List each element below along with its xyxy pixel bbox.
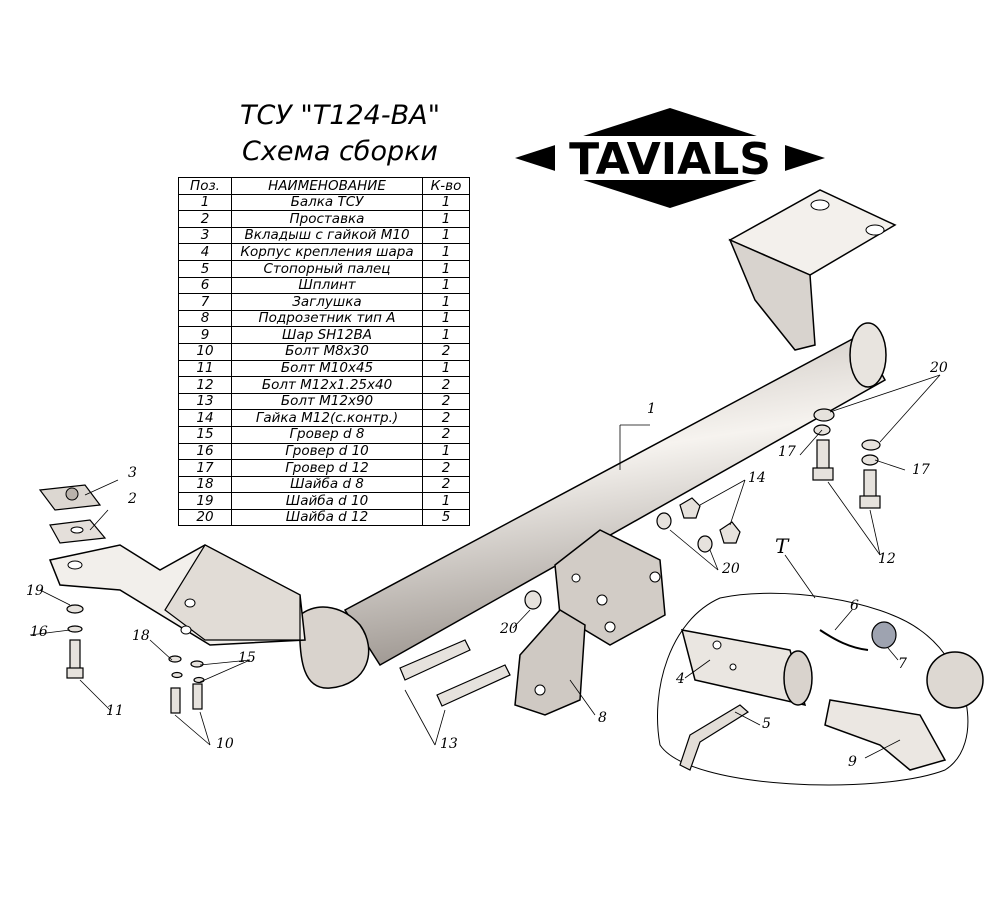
parts-table-header-row: Поз. НАИМЕНОВАНИЕ К-во bbox=[178, 177, 470, 195]
callout-13: 13 bbox=[440, 736, 458, 752]
tavials-logo: TAVIALS bbox=[515, 108, 825, 208]
cell-pos: 19 bbox=[178, 492, 232, 510]
cell-pos: 20 bbox=[178, 508, 232, 527]
part-socket-plate bbox=[514, 609, 586, 716]
cell-qty: 5 bbox=[422, 508, 470, 527]
part-fasteners bbox=[66, 408, 881, 714]
callout-1: 1 bbox=[647, 401, 656, 417]
cell-name: Гровер d 10 bbox=[231, 442, 423, 461]
part-beam bbox=[48, 189, 897, 689]
cell-name: Болт М8х30 bbox=[231, 342, 423, 361]
cell-name: Стопорный палец bbox=[231, 259, 423, 278]
cell-name: Шплинт bbox=[231, 276, 423, 295]
callout-16: 16 bbox=[30, 624, 48, 640]
part-ball-mount-group bbox=[657, 592, 984, 786]
callout-10: 10 bbox=[216, 736, 234, 752]
callout-18: 18 bbox=[132, 628, 150, 644]
callout-14: 14 bbox=[748, 470, 766, 486]
callout-9: 9 bbox=[848, 754, 857, 770]
callout-6: 6 bbox=[850, 598, 859, 614]
part-spacer-and-insert bbox=[38, 484, 107, 544]
callout-5: 5 bbox=[762, 716, 771, 732]
callout-labels: 1 2 3 4 5 6 7 8 9 10 11 12 13 14 15 16 1… bbox=[26, 360, 948, 770]
cell-pos: 17 bbox=[178, 459, 232, 477]
callout-19: 19 bbox=[26, 583, 44, 599]
diagram-subtitle: Схема сборки bbox=[242, 136, 438, 167]
cell-name: Корпус крепления шара bbox=[231, 243, 423, 261]
callout-2: 2 bbox=[127, 491, 137, 507]
header-pos: Поз. bbox=[178, 177, 232, 195]
cell-pos: 18 bbox=[178, 475, 232, 494]
callout-12: 12 bbox=[878, 551, 896, 567]
callout-20-right: 20 bbox=[929, 360, 948, 376]
cell-name: Шайба d 10 bbox=[231, 492, 423, 510]
leader-lines bbox=[29, 374, 941, 759]
callout-T: T bbox=[775, 534, 790, 558]
callout-15: 15 bbox=[238, 650, 256, 666]
callout-17-right: 17 bbox=[912, 462, 930, 478]
callout-8: 8 bbox=[598, 710, 607, 726]
callout-11: 11 bbox=[106, 703, 124, 719]
cell-qty: 2 bbox=[422, 409, 470, 427]
callout-17-left: 17 bbox=[778, 444, 796, 460]
diagram-title: ТСУ "Т124-ВА" bbox=[240, 100, 440, 131]
callout-4: 4 bbox=[675, 671, 685, 687]
cell-name: Гровер d 12 bbox=[231, 459, 423, 477]
svg-text:TAVIALS: TAVIALS bbox=[569, 134, 771, 185]
callout-20-center: 20 bbox=[499, 621, 518, 637]
callout-3: 3 bbox=[128, 465, 137, 481]
callout-20-nuts: 20 bbox=[721, 561, 740, 577]
cell-pos: 11 bbox=[178, 359, 232, 378]
cell-name: Шар SH12ВА bbox=[231, 326, 423, 344]
callout-7: 7 bbox=[898, 656, 907, 672]
cell-qty: 1 bbox=[422, 259, 470, 278]
cell-name: Проставка bbox=[231, 210, 423, 228]
